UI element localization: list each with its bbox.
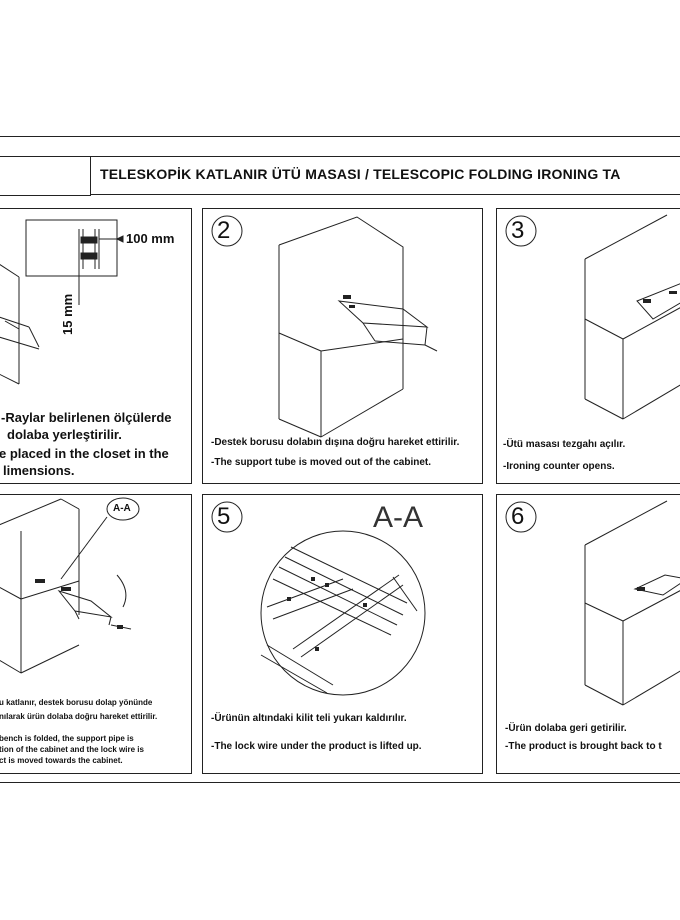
step-4-caption-line-4: tion of the cabinet and the lock wire is	[0, 745, 144, 754]
step-2-caption-line-2: -The support tube is moved out of the ca…	[211, 457, 432, 468]
step-3-number: 3	[511, 217, 525, 244]
step-1-caption-line-2: dolaba yerleştirilir.	[7, 427, 122, 442]
step-panel-5: 5 A-A -Ürünün altındaki kilit teli yukar…	[202, 494, 483, 774]
step-5-section-label: A-A	[373, 501, 424, 534]
step-5-illustration	[211, 501, 426, 696]
step-3-illustration	[505, 214, 680, 420]
step-3-caption-line-2: -Ironing counter opens.	[503, 461, 615, 472]
step-panel-1: 100 mm 15 mm -Raylar belirlenen ölçülerd…	[0, 208, 192, 484]
dimension-height-label: 15 mm	[60, 293, 75, 335]
step-2-caption-line-1: -Destek borusu dolabın dışına doğru hare…	[211, 437, 460, 448]
step-2-number: 2	[217, 217, 231, 244]
step-4-caption-line-2: nılarak ürün dolaba doğru hareket ettiri…	[0, 712, 158, 721]
step-5-number: 5	[217, 503, 231, 530]
step-2-illustration	[211, 215, 438, 438]
step-5-caption-line-1: -Ürünün altındaki kilit teli yukarı kald…	[211, 713, 407, 724]
step-4-caption-line-1: u katlanır, destek borusu dolap yönünde	[0, 698, 153, 707]
step-6-illustration	[505, 500, 680, 706]
step-4-illustration	[0, 497, 140, 674]
step-6-caption-line-2: -The product is brought back to t	[505, 741, 662, 752]
step-1-caption-line-4: limensions.	[3, 463, 75, 478]
top-border	[0, 136, 680, 137]
step-1-caption-line-1: -Raylar belirlenen ölçülerde	[1, 410, 172, 425]
step-6-caption-line-1: -Ürün dolaba geri getirilir.	[505, 723, 627, 734]
step-3-caption-line-1: -Ütü masası tezgahı açılır.	[503, 439, 626, 450]
page-title: TELESKOPİK KATLANIR ÜTÜ MASASI / TELESCO…	[100, 166, 621, 182]
step-panel-4: A-A u katlanır, destek borusu dolap yönü…	[0, 494, 192, 774]
step-panel-6: 6 -Ürün dolaba geri getirilir. -The prod…	[496, 494, 680, 774]
title-top-line	[90, 156, 680, 157]
step-4-caption-line-3: bench is folded, the support pipe is	[0, 734, 134, 743]
step-panel-3: 3 -Ütü masası tezgahı açılır. -Ironing c…	[496, 208, 680, 484]
step-1-illustration	[0, 219, 124, 385]
bottom-border	[0, 782, 680, 783]
step-4-caption-line-5: ct is moved towards the cabinet.	[0, 756, 123, 765]
step-5-caption-line-2: -The lock wire under the product is lift…	[211, 741, 422, 752]
step-panel-2: 2 -Destek borusu dolabın dışına doğru ha…	[202, 208, 483, 484]
step-6-number: 6	[511, 503, 525, 530]
step-4-section-label: A-A	[113, 503, 131, 514]
dimension-width-label: 100 mm	[126, 231, 175, 246]
title-bottom-line	[90, 194, 680, 195]
step-1-caption-line-3: e placed in the closet in the	[0, 446, 169, 461]
title-logo-cell	[0, 156, 91, 196]
